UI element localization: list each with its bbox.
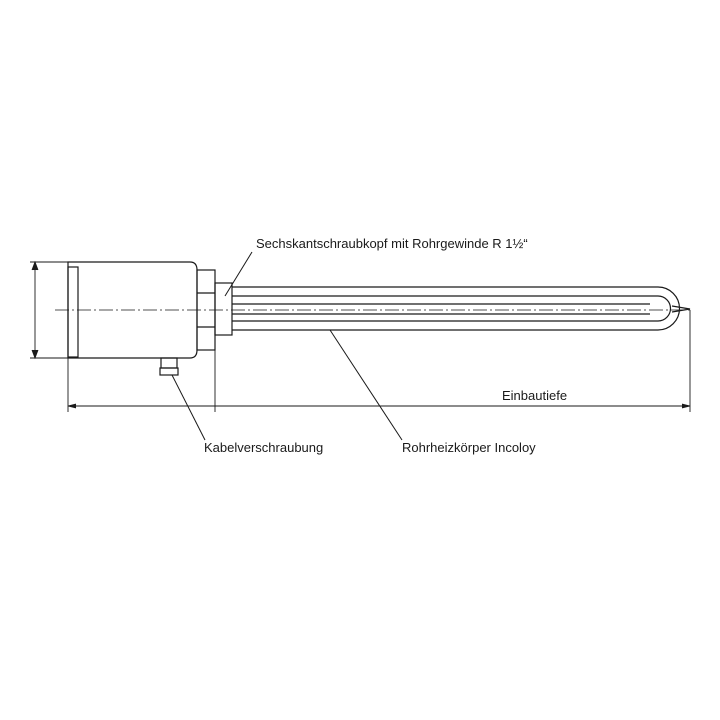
label-cable-gland: Kabelverschraubung xyxy=(204,440,324,455)
dimension-lines xyxy=(30,260,691,412)
label-heater-tube: Rohrheizkörper Incoloy xyxy=(402,440,536,455)
label-installation-depth: Einbautiefe xyxy=(502,388,568,403)
thread xyxy=(214,282,233,336)
heater-tubes xyxy=(232,286,691,331)
label-hex-head: Sechskantschraubkopf mit Rohrgewinde R 1… xyxy=(256,236,528,251)
leader-lines xyxy=(171,251,403,441)
cable-gland xyxy=(159,357,179,376)
